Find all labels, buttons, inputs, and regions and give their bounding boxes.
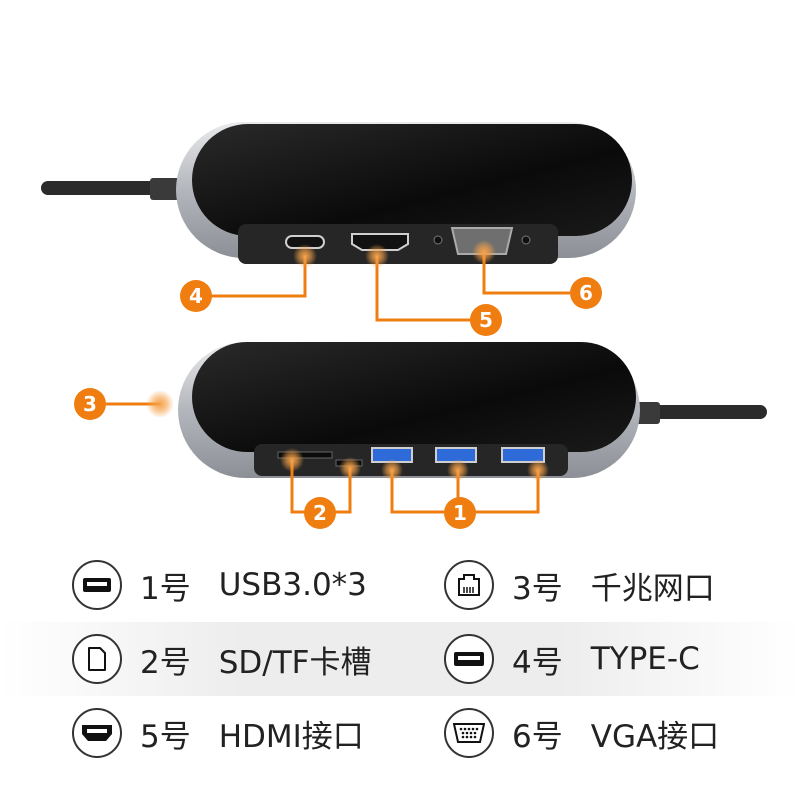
callout-badge-3: 3 — [74, 388, 106, 420]
callout-badge-2: 2 — [304, 497, 336, 529]
glow-type-c — [293, 244, 317, 268]
hub-glass-top — [192, 124, 632, 236]
glow-hdmi — [365, 244, 389, 268]
glow-sd — [280, 448, 304, 472]
callout-4-label: 4 — [189, 284, 203, 308]
sd-card-icon — [72, 634, 122, 684]
callout-lines-top — [210, 252, 570, 322]
legend-label: TYPE-C — [590, 641, 700, 677]
port-legend: 1号 USB3.0*3 3号 千兆网口 2号 SD/TF卡槽 4号 TYPE-C… — [0, 555, 800, 800]
callout-6-label: 6 — [579, 281, 593, 305]
legend-item-usb: 1号 USB3.0*3 — [72, 555, 367, 615]
legend-item-vga: 6号 VGA接口 — [444, 703, 719, 763]
legend-item-hdmi: 5号 HDMI接口 — [72, 703, 364, 763]
callout-3-label: 3 — [83, 392, 97, 416]
usb-port-3 — [501, 447, 545, 463]
glow-tf — [339, 457, 361, 479]
legend-num: 5号 — [140, 718, 191, 755]
hub-bottom-view — [178, 342, 767, 478]
vga-port-icon — [444, 708, 494, 758]
callout-badge-4: 4 — [180, 280, 212, 312]
legend-num: 2号 — [140, 644, 191, 681]
hub-glass-bottom — [192, 342, 636, 452]
callout-1-label: 1 — [453, 501, 467, 525]
ethernet-port-icon — [444, 560, 494, 610]
hdmi-port — [351, 233, 409, 251]
type-c-port-icon — [444, 634, 494, 684]
glow-usb-1 — [381, 459, 403, 481]
glow-vga — [472, 240, 496, 264]
legend-item-ethernet: 3号 千兆网口 — [444, 555, 715, 615]
legend-num: 1号 — [140, 570, 191, 607]
legend-highlight-band — [0, 622, 800, 696]
callout-badge-1: 1 — [444, 497, 476, 529]
vga-screw-left — [433, 235, 443, 245]
legend-item-sd: 2号 SD/TF卡槽 — [72, 629, 372, 689]
legend-label: SD/TF卡槽 — [218, 644, 372, 681]
legend-label: 千兆网口 — [590, 570, 715, 607]
hub-top-view — [41, 122, 636, 264]
callout-5-label: 5 — [479, 308, 493, 332]
hdmi-port-icon — [72, 708, 122, 758]
glow-ethernet — [146, 390, 174, 418]
legend-num: 3号 — [512, 570, 563, 607]
callout-2-label: 2 — [313, 501, 327, 525]
cable-collar-top — [150, 178, 184, 200]
glow-usb-2 — [447, 459, 469, 481]
legend-label: VGA接口 — [590, 718, 720, 755]
legend-label: HDMI接口 — [218, 718, 364, 755]
legend-num: 6号 — [512, 718, 563, 755]
hub-diagram: 4 5 6 1 2 — [41, 122, 767, 529]
callout-badge-6: 6 — [570, 277, 602, 309]
vga-screw-right — [521, 235, 531, 245]
legend-num: 4号 — [512, 644, 563, 681]
usb-port-icon — [72, 560, 122, 610]
legend-label: USB3.0*3 — [218, 567, 367, 603]
glow-usb-3 — [527, 459, 549, 481]
sd-slot — [277, 451, 333, 459]
callout-badge-5: 5 — [470, 304, 502, 336]
legend-item-type-c: 4号 TYPE-C — [444, 629, 700, 689]
